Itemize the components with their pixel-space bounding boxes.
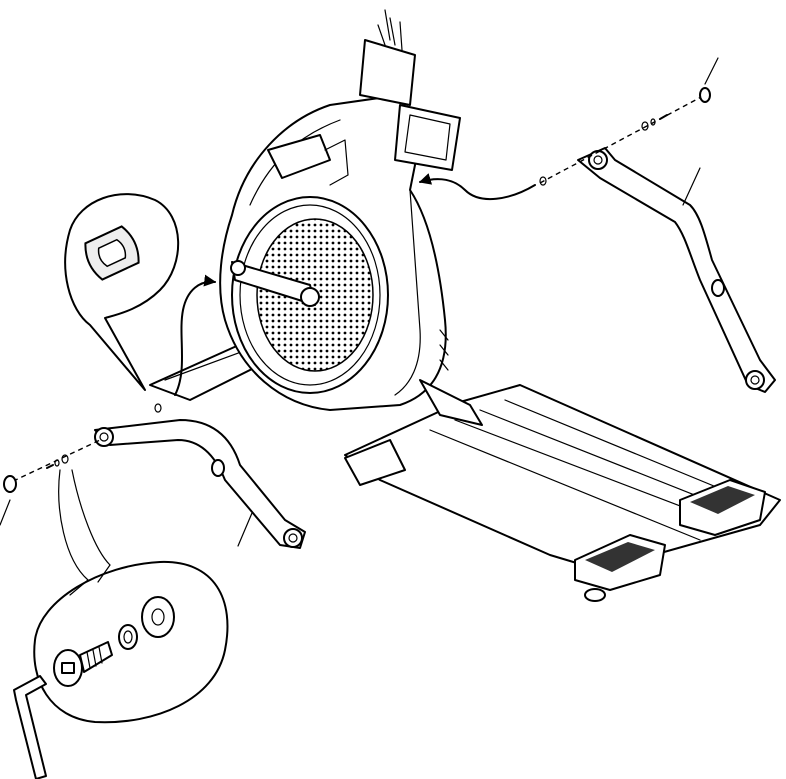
- left-explode-axis: [4, 404, 161, 492]
- right-lower-arm: [578, 148, 775, 392]
- hardware-detail-bolt-lockwasher-washer: [34, 470, 227, 722]
- right-end-cap: [700, 88, 710, 102]
- washer-oval-detail: [65, 194, 178, 390]
- left-washer: [155, 404, 161, 412]
- left-end-cap: [4, 476, 16, 492]
- hex-key: [14, 676, 46, 779]
- left-lower-arm: [95, 420, 305, 548]
- base-frame: [150, 340, 780, 570]
- elliptical-frame: [220, 10, 482, 425]
